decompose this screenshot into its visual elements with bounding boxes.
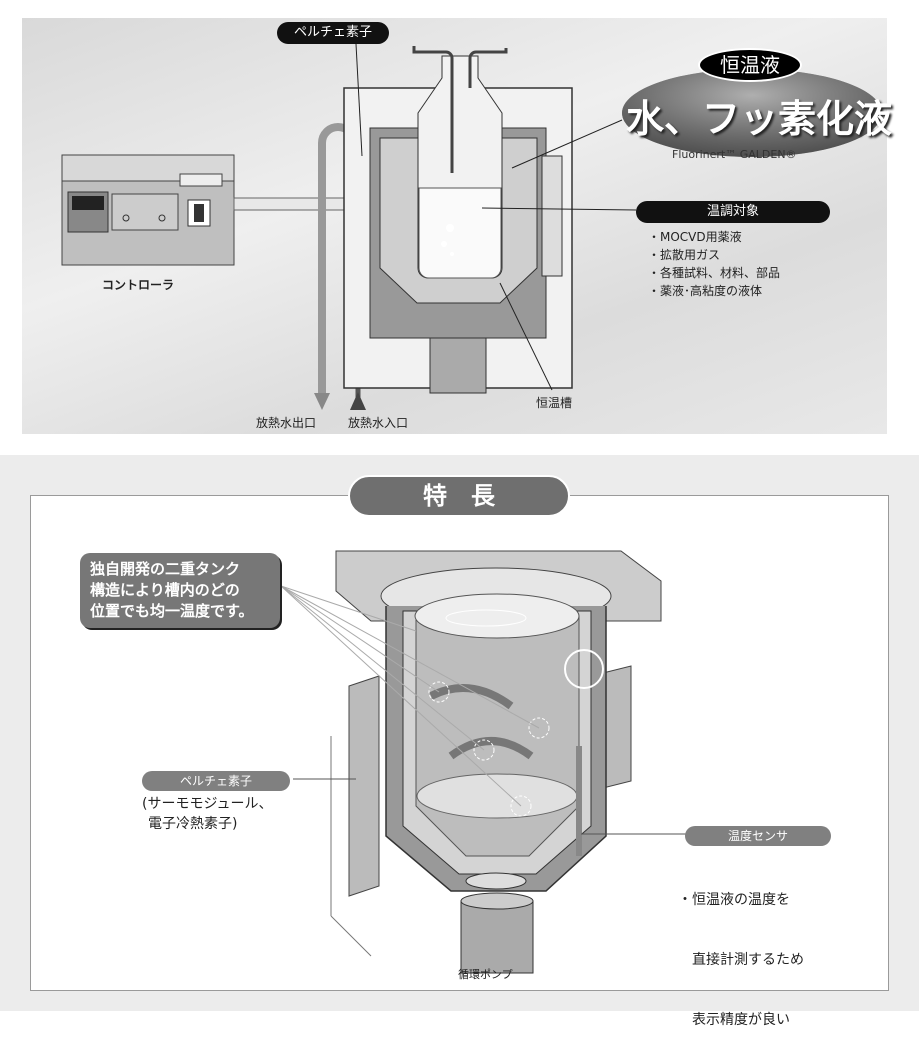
features-title: 特 長 — [348, 475, 570, 517]
water-inlet-label: 放熱水入口 — [348, 416, 409, 430]
callout-line: 構造により槽内のどの — [90, 581, 240, 599]
peltier-feature-desc: (サーモモジュール、 電子冷熱素子) — [142, 794, 272, 834]
target-item: ・薬液･高粘度の液体 — [648, 284, 763, 298]
water-outlet-label: 放熱水出口 — [256, 416, 317, 430]
desc-line: ・恒温液の温度を — [678, 892, 790, 908]
target-item: ・各種試料、材料、部品 — [648, 266, 781, 280]
callout-line: 独自開発の二重タンク — [90, 560, 241, 578]
peltier-feature-label: ペルチェ素子 — [142, 771, 290, 791]
desc-line: (サーモモジュール、 — [142, 796, 273, 812]
callout-line: 位置でも均一温度です。 — [90, 602, 254, 620]
desc-line: 直接計測するため — [678, 952, 804, 968]
sensor-label: 温度センサ — [685, 826, 831, 846]
desc-line: 表示精度が良い — [678, 1012, 790, 1028]
system-diagram — [61, 43, 882, 410]
controller-label: コントローラ — [102, 278, 175, 292]
fluid-badge: 恒温液 — [698, 48, 802, 82]
desc-line: 電子冷熱素子) — [148, 816, 238, 832]
pump-label: 循環ポンプ — [458, 968, 513, 981]
target-item: ・MOCVD用薬液 — [648, 230, 742, 244]
controller-unit — [61, 154, 235, 266]
fluid-brands: Fluorinert™ GALDEN® — [672, 148, 797, 161]
target-list: ・MOCVD用薬液 ・拡散用ガス ・各種試料、材料、部品 ・薬液･高粘度の液体 — [648, 228, 780, 300]
target-item: ・拡散用ガス — [648, 248, 721, 262]
tank-cutaway-diagram — [280, 550, 686, 974]
fluid-title: 水、フッ素化液 — [626, 96, 893, 141]
target-header: 温調対象 — [636, 201, 830, 223]
double-tank-callout: 独自開発の二重タンク 構造により槽内のどの 位置でも均一温度です。 — [80, 553, 280, 628]
bath-label: 恒温槽 — [536, 396, 573, 410]
features-panel — [30, 495, 889, 991]
sensor-desc: ・恒温液の温度を 直接計測するため 表示精度が良い — [678, 850, 804, 1050]
system-overview-panel: ペルチェ素子 コントローラ 恒温液 水、フッ素化液 Fluorinert™ GA… — [22, 18, 893, 434]
peltier-label: ペルチェ素子 — [277, 22, 389, 44]
